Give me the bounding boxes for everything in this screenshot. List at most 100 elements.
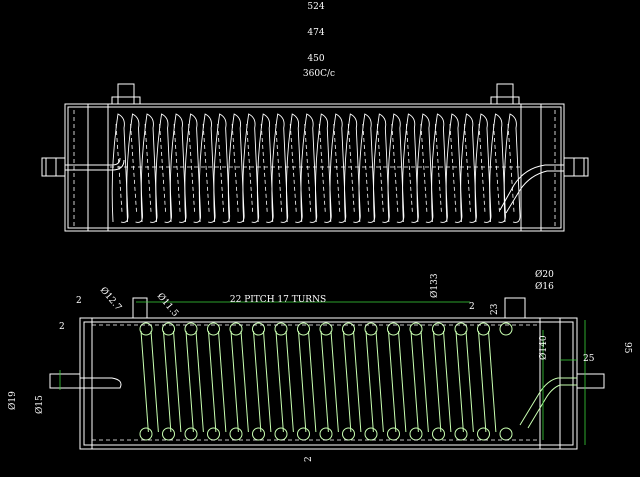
coil-turn-top (319, 322, 333, 336)
coil-segment (285, 330, 294, 433)
coil-turn-top (229, 322, 243, 336)
coil-turn-bottom (319, 427, 333, 441)
coil-turn-bottom (229, 427, 243, 441)
coil-hidden-line (405, 123, 413, 213)
coil-turn-bottom (432, 427, 445, 441)
coil-loop (373, 113, 390, 223)
coil-hidden-line (449, 123, 457, 213)
dim-body-length: 474 (307, 28, 324, 38)
coil-segment (298, 330, 307, 433)
coil-hidden-line (304, 123, 312, 213)
coil-segment (230, 330, 239, 433)
coil-segment (420, 330, 429, 433)
coil-segment (365, 330, 374, 433)
section-view (49, 297, 605, 450)
dim-inner-length: 450 (307, 54, 324, 64)
coil-loop (358, 113, 376, 223)
coil-hidden-line (173, 123, 181, 213)
coil-turn-bottom (162, 427, 175, 441)
coil-segment (343, 330, 352, 433)
dim-pipe-id: Ø11.5 (155, 291, 181, 319)
coil-turn-top (364, 322, 378, 336)
coil-loop (503, 113, 521, 223)
coil-loop (344, 113, 361, 223)
coil-turn-top (409, 322, 423, 336)
coil-loop (213, 113, 231, 223)
top-view (41, 83, 589, 232)
coil-loop (198, 113, 216, 223)
coil-hidden-line (275, 123, 283, 213)
dim-wall-a: 2 (76, 296, 82, 306)
section-nozzle-left-side (49, 373, 81, 389)
coil-loop (126, 113, 143, 223)
coil-hidden-line (144, 123, 152, 213)
coil-segment (150, 330, 159, 433)
coil-hidden-line (391, 123, 399, 213)
dim-overall-length: 524 (307, 2, 324, 12)
coil-segment (330, 330, 339, 433)
coil-segment (253, 330, 262, 433)
coil-segment (443, 330, 452, 433)
section-coil (139, 322, 513, 441)
coil-turn-top (184, 322, 198, 336)
coil-turn-bottom (387, 427, 400, 441)
coil-hidden-line (159, 123, 166, 213)
coil-hidden-line (507, 123, 515, 213)
coil-hidden-line (362, 123, 370, 213)
coil-loop (431, 113, 448, 223)
coil-loop (155, 113, 173, 223)
coil-hidden-line (464, 123, 471, 213)
top-coil (111, 113, 521, 223)
dim-bottom-wall: 2 (304, 456, 314, 462)
coil-hidden-line (289, 123, 297, 213)
coil-loop (474, 113, 492, 223)
top-shell-inner (67, 106, 562, 229)
coil-turn-bottom (297, 427, 310, 441)
section-nozzle-left-top (132, 297, 148, 319)
dim-wall-b: 2 (469, 302, 475, 312)
coil-hidden-line (231, 123, 239, 213)
coil-turn-top (499, 322, 513, 336)
coil-loop (300, 113, 318, 223)
dim-nozzle-od: Ø20 (535, 269, 554, 280)
dim-inlet-od: Ø19 (7, 391, 18, 410)
coil-segment (263, 330, 272, 433)
coil-segment (465, 330, 474, 433)
coil-turn-bottom (364, 427, 378, 441)
coil-segment (455, 330, 464, 433)
coil-turn-bottom (499, 427, 513, 441)
coil-loop (460, 113, 477, 223)
coil-turn-bottom (342, 427, 355, 441)
coil-hidden-line (478, 123, 486, 213)
coil-turn-top (297, 322, 310, 336)
coil-segment (218, 330, 227, 433)
coil-turn-top (387, 322, 400, 336)
dim-spacing: 23 (490, 303, 500, 315)
coil-turn-top (342, 322, 355, 336)
coil-hidden-line (130, 123, 137, 213)
coil-turn-bottom (252, 427, 265, 441)
coil-segment (398, 330, 407, 433)
coil-turn-bottom (477, 427, 490, 441)
coil-loop (184, 113, 202, 223)
coil-hidden-line (420, 123, 428, 213)
coil-hidden-line (333, 123, 341, 213)
coil-hidden-line (347, 123, 355, 213)
coil-loop (489, 113, 506, 223)
coil-segment (195, 330, 204, 433)
coil-hidden-line (246, 123, 254, 213)
side-nozzle-left (41, 157, 66, 177)
coil-segment (375, 330, 384, 433)
dim-pitch-turns: 22 PITCH 17 TURNS (230, 295, 326, 305)
coil-hidden-line (115, 123, 123, 213)
coil-turn-top (139, 322, 153, 336)
dim-inlet-id: Ø15 (34, 395, 45, 414)
top-nozzle-right (496, 83, 514, 105)
coil-loop (314, 113, 332, 223)
coil-segment (488, 330, 497, 433)
coil-hidden-line (217, 123, 225, 213)
coil-turn-bottom (184, 427, 198, 441)
coil-hidden-line (318, 123, 326, 213)
dim-coil-dia: Ø133 (429, 273, 440, 298)
coil-turn-top (162, 322, 175, 336)
